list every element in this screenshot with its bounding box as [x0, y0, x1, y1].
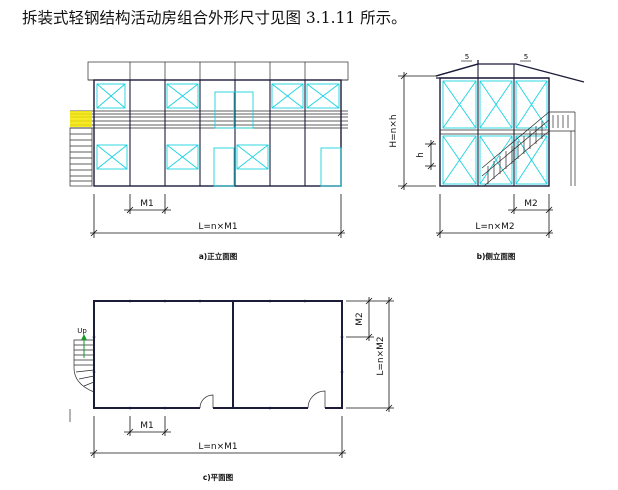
front-upper-windows — [96, 83, 340, 129]
side-stair — [481, 111, 576, 187]
side-m2-label: M2 — [524, 199, 538, 209]
side-floor-beam — [440, 129, 549, 135]
side-roof-right-mark: 5 — [524, 53, 528, 61]
side-width-dimensions — [436, 194, 553, 238]
page-title: 拆装式轻钢结构活动房组合外形尺寸见图 3.1.11 所示。 — [22, 9, 407, 27]
plan-view: Up M2 L=n×M2 M1 L=n×M1 c)平面图 — [69, 297, 394, 482]
plan-column-marks — [92, 299, 344, 410]
side-roof-left-mark: 5 — [465, 53, 469, 61]
side-height-dimensions — [398, 72, 436, 190]
plan-m1-label: M1 — [140, 421, 154, 431]
front-columns — [129, 80, 306, 186]
front-roof-joints — [129, 62, 306, 80]
front-stair — [69, 127, 93, 187]
plan-walls — [93, 300, 343, 409]
side-bracing — [442, 80, 548, 185]
plan-m2-label: M2 — [355, 312, 365, 326]
plan-l-vertical-label: L=n×M2 — [376, 336, 386, 375]
front-floor-beam — [70, 110, 348, 129]
front-roof — [87, 61, 349, 81]
side-l-label: L=n×M2 — [475, 222, 514, 232]
front-caption: a)正立面图 — [199, 251, 238, 261]
side-caption: b)侧立面图 — [477, 251, 516, 261]
side-outline — [439, 77, 550, 187]
plan-up-label: Up — [77, 327, 87, 335]
front-l-label: L=n×M1 — [198, 222, 237, 232]
plan-bottom-dimensions — [90, 416, 346, 458]
front-door-left — [213, 147, 235, 187]
side-columns — [477, 64, 515, 186]
side-h-total-label: H=n×h — [389, 114, 399, 147]
front-door-right — [320, 147, 342, 187]
front-elevation: M1 L=n×M1 a)正立面图 — [69, 61, 349, 261]
plan-up-arrow-icon — [81, 334, 87, 358]
plan-right-dimensions — [346, 297, 394, 412]
plan-caption: c)平面图 — [203, 473, 234, 482]
front-outline — [93, 79, 342, 187]
front-dimensions — [90, 194, 345, 238]
front-m1-label: M1 — [140, 199, 154, 209]
front-stair-rail — [70, 111, 92, 127]
side-h-label: h — [416, 152, 426, 158]
plan-l-label: L=n×M1 — [198, 442, 237, 452]
plan-doors — [199, 390, 326, 409]
side-elevation: 5 5 — [389, 53, 585, 261]
front-lower-windows — [96, 144, 342, 187]
